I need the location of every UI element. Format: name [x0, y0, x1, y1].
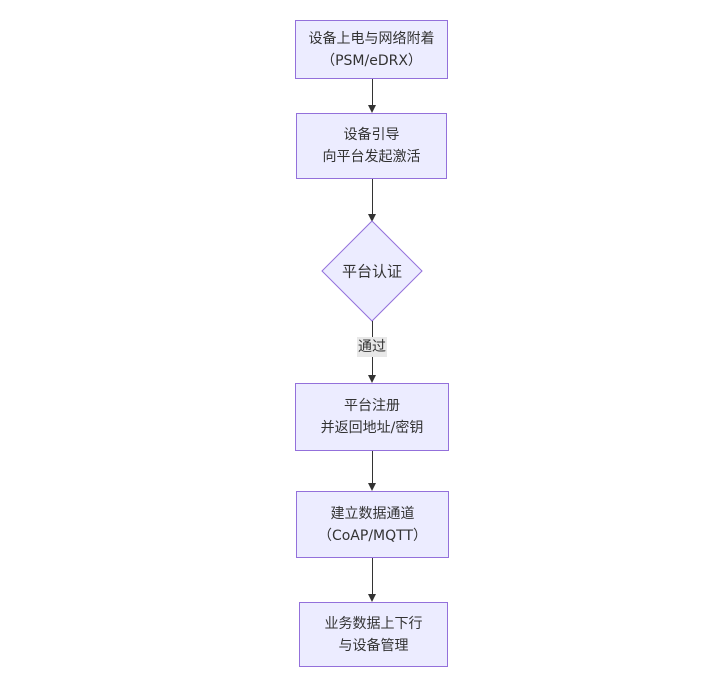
- node-text-line: 平台认证: [341, 262, 403, 281]
- edge-d-e: [365, 451, 379, 491]
- arrowhead-icon: [368, 483, 376, 491]
- node-text-line: 建立数据通道: [330, 505, 415, 522]
- node-device-bootstrap: 设备引导 向平台发起激活: [296, 113, 447, 179]
- edge-e-f: [365, 558, 379, 602]
- arrow-line: [371, 179, 373, 214]
- arrow-line: [371, 558, 373, 594]
- node-text-line: （CoAP/MQTT）: [317, 527, 428, 544]
- arrowhead-icon: [368, 375, 376, 383]
- edge-b-c: [365, 179, 379, 222]
- node-text-line: 并返回地址/密钥: [320, 420, 424, 436]
- arrow-line: [371, 79, 373, 105]
- arrowhead-icon: [368, 105, 376, 113]
- edge-label-pass: 通过: [357, 337, 387, 357]
- node-text-line: 向平台发起激活: [322, 149, 421, 165]
- arrowhead-icon: [368, 594, 376, 602]
- node-text-line: 平台注册: [344, 398, 400, 414]
- node-text-line: （PSM/eDRX）: [321, 52, 422, 69]
- node-text-line: 业务数据上下行: [324, 615, 423, 632]
- node-power-network-attach: 设备上电与网络附着 （PSM/eDRX）: [295, 20, 448, 79]
- node-business-data-mgmt: 业务数据上下行 与设备管理: [299, 602, 448, 667]
- edge-c-d: 通过: [357, 321, 387, 383]
- node-text-line: 设备引导: [343, 127, 400, 143]
- arrow-line: [371, 451, 373, 483]
- node-text-line: 设备上电与网络附着: [308, 30, 435, 47]
- node-data-channel: 建立数据通道 （CoAP/MQTT）: [296, 491, 449, 558]
- node-text-line: 与设备管理: [338, 637, 409, 654]
- edge-a-b: [365, 79, 379, 113]
- node-platform-auth: 平台认证: [321, 220, 423, 322]
- node-platform-register: 平台注册 并返回地址/密钥: [295, 383, 449, 451]
- arrowhead-icon: [368, 214, 376, 222]
